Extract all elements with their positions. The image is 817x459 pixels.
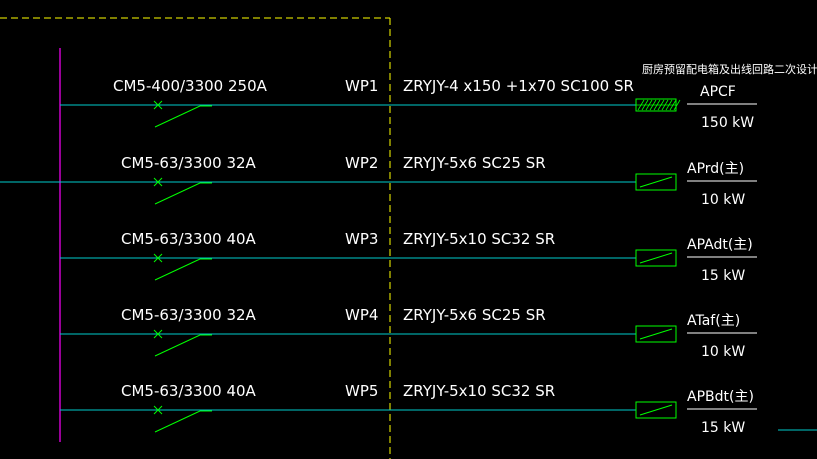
load-power: 10 kW — [701, 344, 745, 360]
feeder-row-1: CM5-400/3300 250A WP1 ZRYJY-4 x150 +1x70 S… — [60, 77, 757, 131]
distribution-box-icon — [635, 325, 677, 343]
breaker-x-mark-b — [153, 329, 163, 339]
feeder-row-2: CM5-63/3300 32A WP2 ZRYJY-5x6 SC25 SR APrd(… — [60, 154, 757, 208]
design-note: 厨房预留配电箱及出线回路二次设计 — [642, 62, 817, 76]
load-name: ATaf(主) — [687, 313, 740, 329]
load-name: APrd(主) — [687, 161, 744, 177]
box-diagonal — [639, 404, 673, 416]
cable-spec: ZRYJY-4 x150 +1x70 SC100 SR — [403, 77, 634, 95]
cable-spec: ZRYJY-5x10 SC32 SR — [403, 230, 555, 248]
box-diagonal — [639, 328, 673, 340]
load-power: 15 kW — [701, 268, 745, 284]
breaker-switch-blade — [154, 258, 201, 281]
breaker-label: CM5-63/3300 40A — [121, 230, 257, 248]
breaker-x-mark-b — [153, 177, 163, 187]
circuit-id: WP2 — [345, 154, 378, 172]
breaker-x-mark-b — [153, 253, 163, 263]
breaker-switch-blade — [154, 334, 201, 357]
load-name: APAdt(主) — [687, 237, 753, 253]
breaker-switch-blade — [154, 182, 201, 205]
breaker-switch-blade — [154, 410, 201, 433]
feeder-row-3: CM5-63/3300 40A WP3 ZRYJY-5x10 SC32 SR APAd… — [60, 230, 757, 284]
load-power: 10 kW — [701, 192, 745, 208]
cable-spec: ZRYJY-5x6 SC25 SR — [403, 306, 546, 324]
cable-spec: ZRYJY-5x10 SC32 SR — [403, 382, 555, 400]
box-diagonal — [639, 176, 673, 188]
circuit-id: WP4 — [345, 306, 378, 324]
breaker-x-mark-b — [153, 100, 163, 110]
feeder-circuits: CM5-400/3300 250A WP1 ZRYJY-4 x150 +1x70 S… — [60, 77, 757, 436]
circuit-id: WP3 — [345, 230, 378, 248]
load-power: 15 kW — [701, 420, 745, 436]
breaker-x-mark-b — [153, 405, 163, 415]
box-diagonal — [639, 252, 673, 264]
breaker-label: CM5-63/3300 32A — [121, 306, 257, 324]
distribution-box-icon — [635, 249, 677, 267]
breaker-switch-blade — [154, 105, 201, 128]
distribution-box-icon — [635, 401, 677, 419]
box-hatch-line — [673, 99, 681, 111]
breaker-label: CM5-63/3300 40A — [121, 382, 257, 400]
feeder-row-5: CM5-63/3300 40A WP5 ZRYJY-5x10 SC32 SR APBd… — [60, 382, 757, 436]
cable-spec: ZRYJY-5x6 SC25 SR — [403, 154, 546, 172]
load-name: APCF — [700, 84, 736, 100]
load-name: APBdt(主) — [687, 389, 754, 405]
breaker-label: CM5-400/3300 250A — [113, 77, 268, 95]
breaker-label: CM5-63/3300 32A — [121, 154, 257, 172]
circuit-id: WP1 — [345, 77, 378, 95]
distribution-box-icon — [635, 173, 677, 191]
load-power: 150 kW — [701, 115, 754, 131]
circuit-id: WP5 — [345, 382, 378, 400]
feeder-row-4: CM5-63/3300 32A WP4 ZRYJY-5x6 SC25 SR ATaf(… — [60, 306, 757, 360]
